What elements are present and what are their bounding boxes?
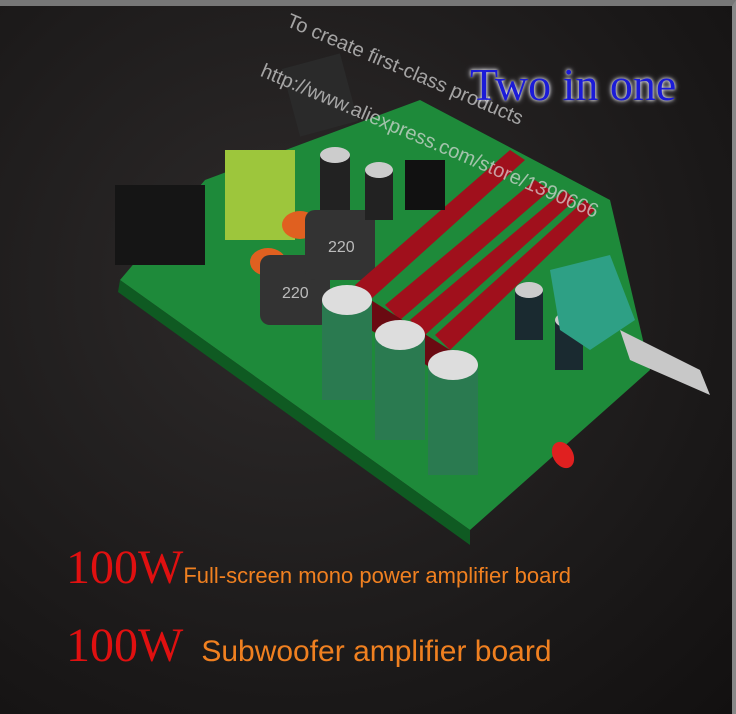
heatsink xyxy=(355,150,595,380)
dc-jack xyxy=(115,185,205,265)
led xyxy=(551,441,575,469)
knob-shaft xyxy=(620,330,710,395)
inductor xyxy=(305,210,375,280)
inductor-marking: 220 xyxy=(328,239,355,256)
ic-chip xyxy=(405,160,445,210)
headline: Two in one xyxy=(470,59,677,110)
caption-text: Subwoofer amplifier board xyxy=(201,635,552,668)
caption-1: 100WFull-screen mono power amplifier boa… xyxy=(66,540,571,595)
power-rating: 100W xyxy=(66,619,184,672)
audio-jack xyxy=(281,53,359,137)
caption-text: Full-screen mono power amplifier board xyxy=(183,563,571,588)
caption-2: 100W Subwoofer amplifier board xyxy=(66,618,552,673)
inductor-marking: 220 xyxy=(282,285,309,302)
potentiometer xyxy=(550,255,635,350)
power-rating: 100W xyxy=(66,541,184,594)
